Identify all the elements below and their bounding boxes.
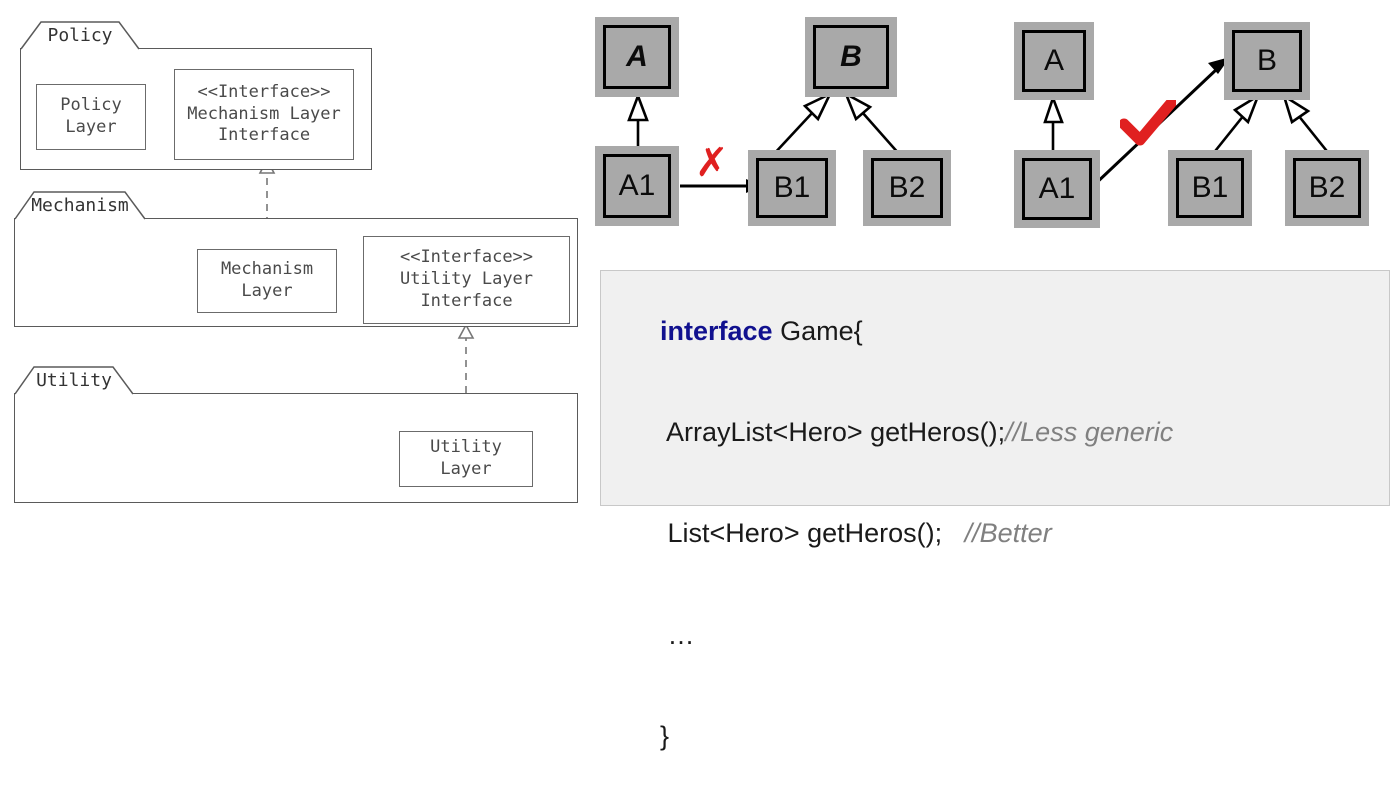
good-class-B2[interactable]: B2 xyxy=(1285,150,1369,226)
code-line-4-text: … xyxy=(660,619,695,650)
code-line-2: ArrayList<Hero> getHeros();//Less generi… xyxy=(615,382,1389,483)
package-utility-tab: Utility xyxy=(14,365,134,395)
good-class-B1[interactable]: B1 xyxy=(1168,150,1252,226)
package-policy-label: Policy xyxy=(47,24,113,46)
bad-example-connectors xyxy=(627,91,901,193)
class-mechanism-layer-interface[interactable]: <<Interface>> Mechanism Layer Interface xyxy=(174,69,354,160)
good-class-B1-label: B1 xyxy=(1176,158,1244,218)
bad-class-A-label: A xyxy=(603,25,671,89)
package-policy-tab: Policy xyxy=(20,20,140,50)
mech-interface-line-2: Mechanism Layer xyxy=(187,103,341,124)
check-mark-icon xyxy=(1118,96,1178,152)
good-class-B-label: B xyxy=(1232,30,1302,92)
class-utility-layer-line-2: Layer xyxy=(440,459,492,479)
good-class-A[interactable]: A xyxy=(1014,22,1094,100)
class-utility-layer-line-1: Utility xyxy=(430,437,502,458)
code-snippet-panel: interface Game{ ArrayList<Hero> getHeros… xyxy=(600,270,1390,751)
code-line-2-comment: //Less generic xyxy=(1005,417,1174,447)
bad-class-B2[interactable]: B2 xyxy=(863,150,951,226)
code-line-3: List<Hero> getHeros(); //Better xyxy=(615,484,1389,585)
bad-class-A1[interactable]: A1 xyxy=(595,146,679,226)
code-line-3-comment: //Better xyxy=(964,518,1052,549)
bad-class-B1-label: B1 xyxy=(756,158,828,218)
bad-class-B[interactable]: B xyxy=(805,17,897,97)
good-class-A1[interactable]: A1 xyxy=(1014,150,1100,228)
code-line-1: interface Game{ xyxy=(615,281,1389,382)
class-mechanism-layer-line-2: Layer xyxy=(241,281,293,301)
util-interface-line-3: Interface xyxy=(420,290,513,311)
code-line-3-text: List<Hero> getHeros(); xyxy=(660,518,965,549)
package-mechanism-tab: Mechanism xyxy=(14,190,146,220)
class-policy-layer[interactable]: Policy Layer xyxy=(36,84,146,150)
code-line-5: } xyxy=(615,686,1389,787)
class-utility-layer[interactable]: Utility Layer xyxy=(399,431,533,487)
class-mechanism-layer[interactable]: Mechanism Layer xyxy=(197,249,337,313)
mech-interface-stereotype: <<Interface>> xyxy=(197,81,331,102)
bad-class-B-label: B xyxy=(813,25,889,89)
class-policy-layer-line-1: Policy xyxy=(60,95,122,116)
good-class-A-label: A xyxy=(1022,30,1086,92)
package-utility-label: Utility xyxy=(36,369,112,391)
code-line-5-text: } xyxy=(660,720,670,751)
code-line-4: … xyxy=(615,585,1389,686)
class-policy-layer-line-2: Layer xyxy=(65,117,117,137)
good-class-A1-label: A1 xyxy=(1022,158,1092,220)
package-mechanism-label: Mechanism xyxy=(31,194,129,216)
class-utility-layer-interface[interactable]: <<Interface>> Utility Layer Interface xyxy=(363,236,570,324)
bad-class-B1[interactable]: B1 xyxy=(748,150,836,226)
code-line-2-text: ArrayList<Hero> getHeros(); xyxy=(660,417,1006,447)
code-keyword-interface: interface xyxy=(660,315,773,346)
code-line-1-text: Game{ xyxy=(772,315,863,346)
bad-class-A[interactable]: A xyxy=(595,17,679,97)
slide-canvas: Policy Policy Layer <<Interface>> Mechan… xyxy=(14,17,1390,751)
util-interface-line-2: Utility Layer xyxy=(399,269,534,290)
good-class-B2-label: B2 xyxy=(1293,158,1361,218)
util-interface-stereotype: <<Interface>> xyxy=(399,247,534,268)
bad-class-A1-label: A1 xyxy=(603,154,671,218)
bad-class-B2-label: B2 xyxy=(871,158,943,218)
class-mechanism-layer-line-1: Mechanism xyxy=(220,259,314,280)
good-class-B[interactable]: B xyxy=(1224,22,1310,100)
mech-interface-line-3: Interface xyxy=(217,125,311,146)
cross-mark-icon: ✗ xyxy=(695,140,729,186)
